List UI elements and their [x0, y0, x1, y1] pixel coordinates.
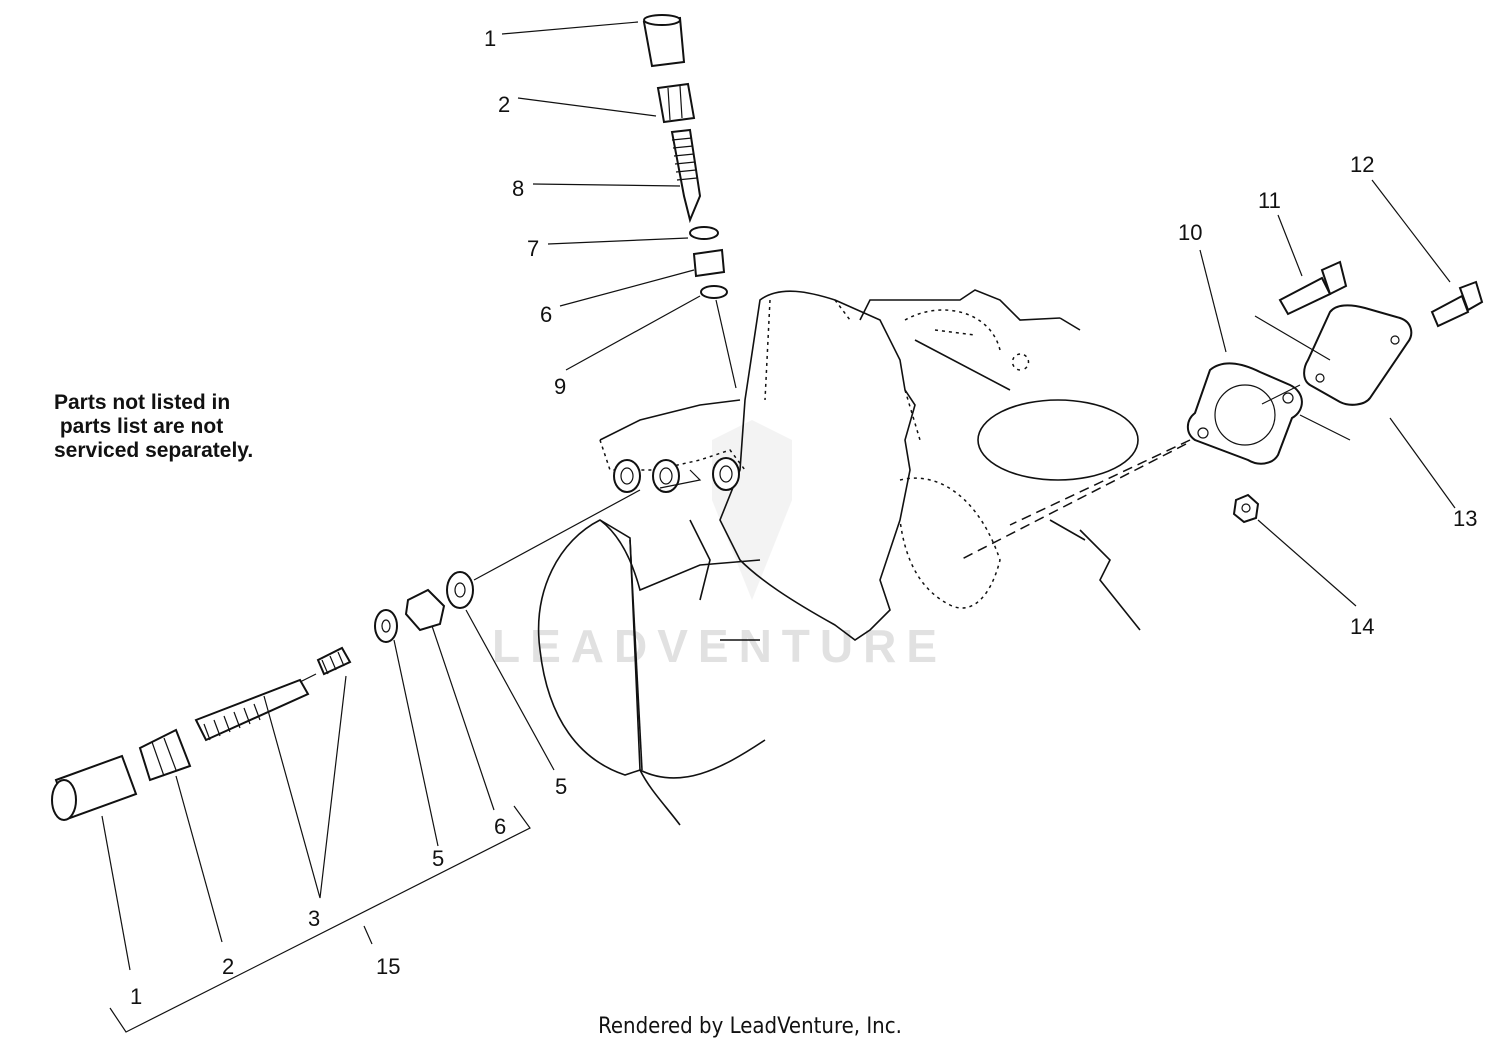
callout-8: 8	[512, 176, 524, 201]
render-credit: Rendered by LeadVenture, Inc.	[598, 1014, 902, 1039]
callout-6-top: 6	[540, 302, 552, 327]
callout-2-bottom: 2	[222, 954, 234, 979]
callout-15: 15	[376, 954, 400, 979]
callout-1-top: 1	[484, 26, 496, 51]
callout-7: 7	[527, 236, 539, 261]
callout-9: 9	[554, 374, 566, 399]
callout-1-bottom: 1	[130, 984, 142, 1009]
callout-14: 14	[1350, 614, 1374, 639]
watermark-text: LEADVENTURE	[492, 620, 947, 672]
watermark: LEADVENTURE	[492, 420, 947, 672]
cover-plate-assembly	[959, 260, 1484, 561]
callout-10: 10	[1178, 220, 1202, 245]
callout-5-right: 5	[555, 774, 567, 799]
callouts: 1 2 8 7 6 9 10 11 12 13 14 5 6 5 3 15 2 …	[130, 26, 1477, 1009]
top-valve-stack	[642, 14, 737, 389]
callout-3: 3	[308, 906, 320, 931]
parts-note: Parts not listed in parts list are not s…	[54, 391, 254, 462]
leader-lines	[101, 21, 1456, 1033]
callout-12: 12	[1350, 152, 1374, 177]
lower-valve-stack	[51, 489, 641, 821]
callout-5-bottom: 5	[432, 846, 444, 871]
callout-2-top: 2	[498, 92, 510, 117]
pump-housing	[537, 289, 1141, 826]
callout-11: 11	[1258, 188, 1281, 213]
callout-6-bottom: 6	[494, 814, 506, 839]
callout-13: 13	[1453, 506, 1477, 531]
